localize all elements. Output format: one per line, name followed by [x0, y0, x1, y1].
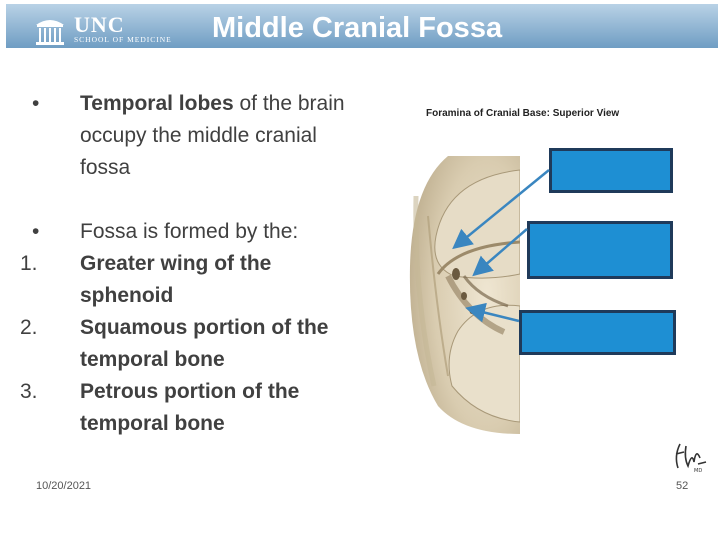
list-item: 2. Squamous portion of the temporal bone: [20, 312, 350, 376]
list-number: 3.: [20, 380, 38, 403]
arrow-3: [465, 302, 520, 323]
arrow-1: [452, 169, 550, 250]
slide-date: 10/20/2021: [36, 480, 92, 492]
bullet-temporal-lobes: • Temporal lobes of the brain occupy the…: [20, 88, 350, 184]
bullet-marker: •: [32, 92, 40, 115]
label-box-1: [549, 148, 673, 193]
bullet-fossa-formed: • Fossa is formed by the:: [20, 216, 350, 248]
bullet-list: • Temporal lobes of the brain occupy the…: [20, 88, 350, 440]
label-box-2: [527, 221, 673, 279]
unc-logo: UNC SCHOOL OF MEDICINE: [34, 12, 204, 48]
netter-signature-icon: MD: [675, 443, 707, 474]
bullet-bold-text: Temporal lobes: [80, 92, 234, 115]
list-number: 1.: [20, 252, 38, 275]
bullet-marker: •: [32, 220, 40, 243]
figure-caption: Foramina of Cranial Base: Superior View: [426, 108, 620, 119]
arrow-2: [472, 228, 528, 277]
list-item-text: Petrous portion of the temporal bone: [80, 380, 300, 435]
svg-text:MD: MD: [694, 468, 702, 474]
old-well-icon: [36, 20, 64, 45]
logo-name: UNC: [74, 12, 125, 37]
slide-title: Middle Cranial Fossa: [212, 12, 503, 44]
page-number: 52: [676, 480, 689, 492]
label-box-3: [519, 310, 676, 355]
bullet-text: Fossa is formed by the:: [80, 220, 299, 243]
logo-subtitle: SCHOOL OF MEDICINE: [74, 35, 172, 44]
list-item: 1. Greater wing of the sphenoid: [20, 248, 350, 312]
list-number: 2.: [20, 316, 38, 339]
title-banner: UNC SCHOOL OF MEDICINE Middle Cranial Fo…: [6, 4, 718, 48]
list-item-text: Squamous portion of the temporal bone: [80, 316, 329, 371]
list-item: 3. Petrous portion of the temporal bone: [20, 376, 350, 440]
cranial-base-illustration: [409, 156, 520, 434]
bullet-text: of the brain occupy the middle cranial f…: [80, 92, 345, 179]
list-item-text: Greater wing of the sphenoid: [80, 252, 272, 307]
